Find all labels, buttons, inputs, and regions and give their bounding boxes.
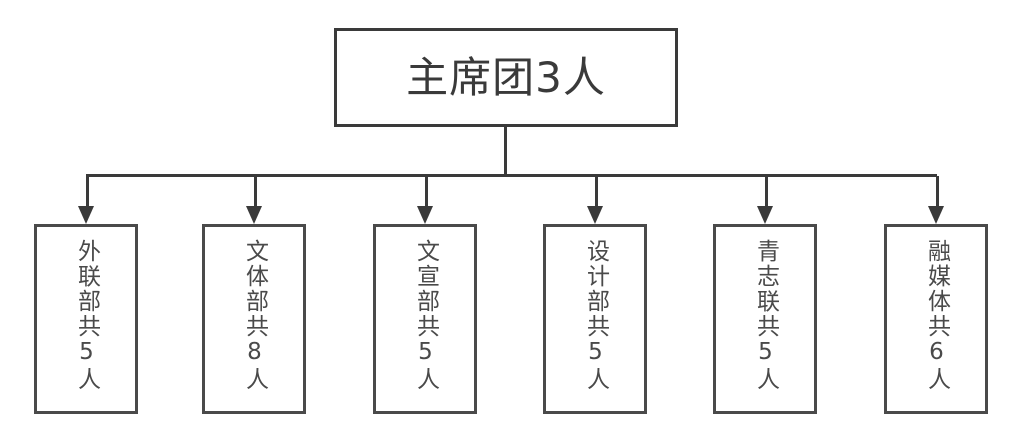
connector-drop-3 xyxy=(425,176,428,210)
org-node-child-2[interactable]: 文体部共8人 xyxy=(202,224,306,414)
org-node-child-5[interactable]: 青志联共5人 xyxy=(713,224,817,414)
arrowhead-icon-3 xyxy=(417,206,433,224)
org-node-child-1[interactable]: 外联部共5人 xyxy=(34,224,138,414)
connector-drop-5 xyxy=(765,176,768,210)
arrowhead-icon-5 xyxy=(757,206,773,224)
arrowhead-icon-6 xyxy=(928,206,944,224)
org-node-root[interactable]: 主席团3人 xyxy=(334,28,678,127)
arrowhead-icon-2 xyxy=(246,206,262,224)
org-node-child-1-label: 外联部共5人 xyxy=(73,239,100,392)
org-node-child-6[interactable]: 融媒体共6人 xyxy=(884,224,988,414)
connector-drop-2 xyxy=(254,176,257,210)
connector-drop-6 xyxy=(936,176,939,210)
org-node-child-5-label: 青志联共5人 xyxy=(752,239,779,392)
connector-drop-4 xyxy=(595,176,598,210)
org-node-child-4-label: 设计部共5人 xyxy=(582,239,609,392)
org-node-child-3[interactable]: 文宣部共5人 xyxy=(373,224,477,414)
org-node-child-6-label: 融媒体共6人 xyxy=(923,239,950,392)
connector-horizontal-bus xyxy=(86,174,937,177)
arrowhead-icon-4 xyxy=(587,206,603,224)
org-node-child-2-label: 文体部共8人 xyxy=(241,239,268,392)
connector-root-stem xyxy=(504,127,507,175)
org-node-child-3-label: 文宣部共5人 xyxy=(412,239,439,392)
connector-drop-1 xyxy=(86,176,89,210)
org-node-root-label: 主席团3人 xyxy=(406,52,606,102)
arrowhead-icon-1 xyxy=(78,206,94,224)
org-node-child-4[interactable]: 设计部共5人 xyxy=(543,224,647,414)
